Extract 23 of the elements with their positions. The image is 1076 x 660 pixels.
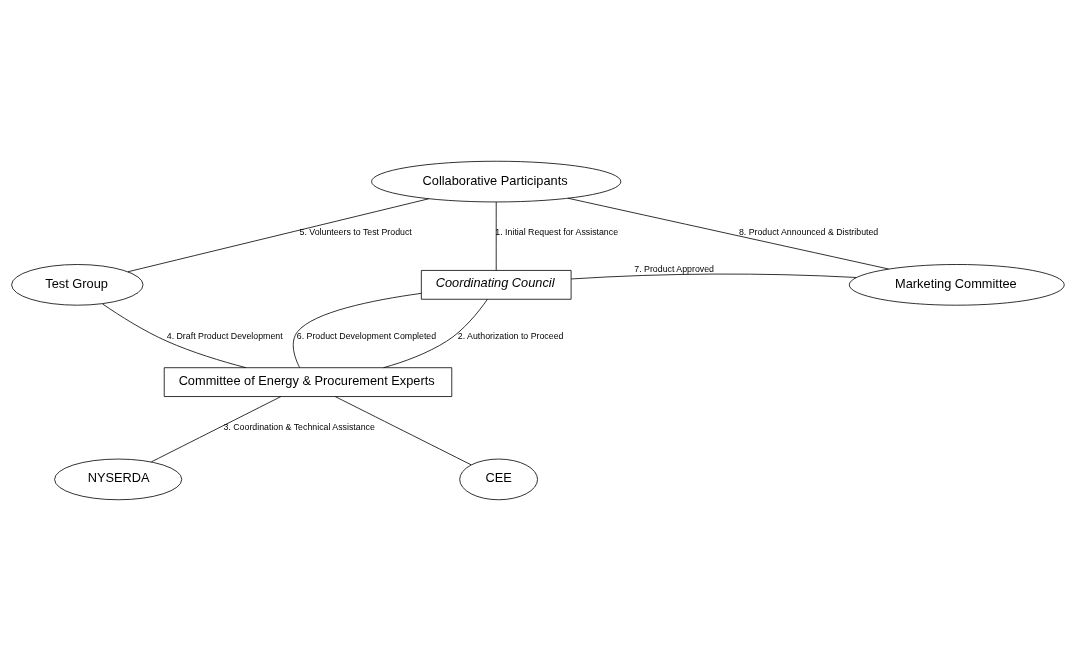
node-box: Committee of Energy & Procurement Experts bbox=[163, 366, 453, 397]
connector bbox=[495, 201, 497, 271]
node-ellipse: NYSERDA bbox=[54, 458, 183, 500]
edge-label: 4. Draft Product Development bbox=[166, 330, 283, 341]
node-ellipse: Collaborative Participants bbox=[371, 160, 622, 202]
edge-label: 8. Product Announced & Distributed bbox=[738, 226, 879, 237]
edge-label: 6. Product Development Completed bbox=[296, 330, 437, 341]
connector bbox=[334, 395, 472, 465]
connector bbox=[292, 292, 422, 368]
connector bbox=[127, 197, 430, 272]
edge-label: 3. Coordination & Technical Assistance bbox=[223, 421, 375, 432]
connector bbox=[383, 298, 488, 368]
edge-label: 2. Authorization to Proceed bbox=[457, 330, 564, 341]
edge-label: 5. Volunteers to Test Product bbox=[299, 226, 412, 237]
connector bbox=[570, 273, 857, 279]
edge-label: 7. Product Approved bbox=[634, 263, 715, 273]
node-ellipse: Test Group bbox=[11, 263, 144, 306]
connector bbox=[151, 395, 282, 462]
connector bbox=[567, 197, 890, 269]
node-ellipse: Marketing Committee bbox=[848, 263, 1065, 306]
node-box: Coordinating Council bbox=[420, 269, 572, 300]
connector bbox=[102, 303, 247, 368]
node-ellipse: CEE bbox=[459, 458, 538, 500]
